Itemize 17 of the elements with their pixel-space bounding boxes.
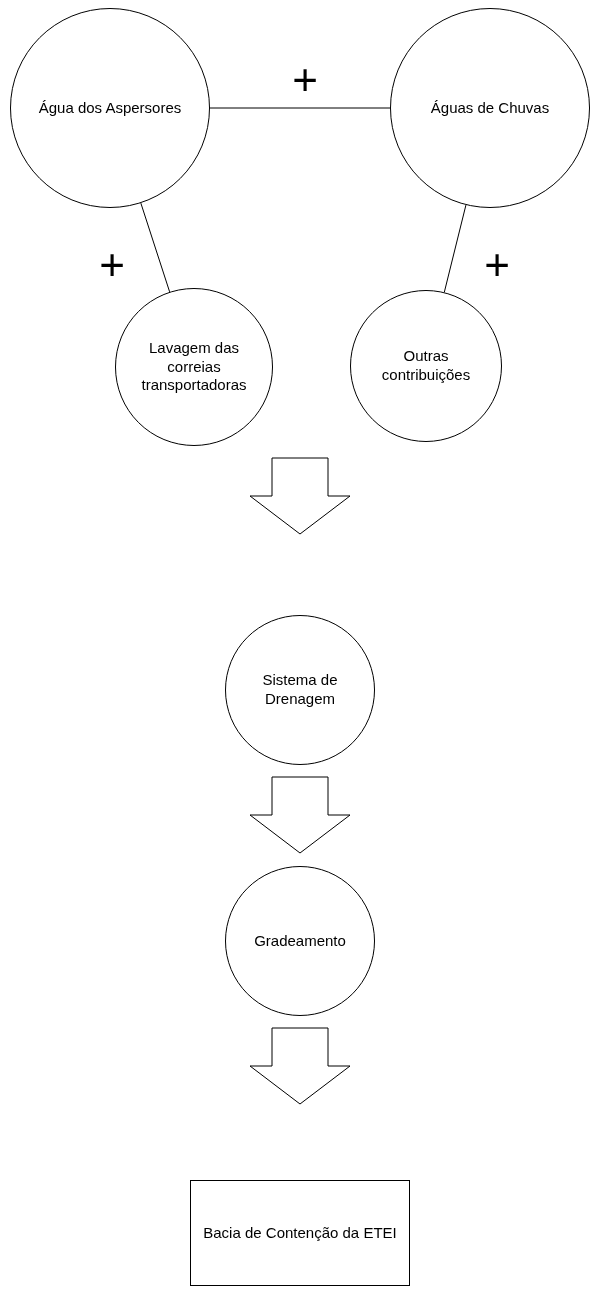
node-label: Bacia de Contenção da ETEI [203,1223,397,1243]
node-label: Água dos Aspersores [38,98,182,118]
node-label: Águas de Chuvas [430,98,550,118]
connector-line [443,204,467,293]
process-box [190,1180,410,1286]
edge-label: + [292,58,318,102]
edge-label: + [484,243,510,287]
node-label: Outras contribuições [380,347,472,385]
block-arrow [249,1027,351,1105]
connector-line [140,202,171,293]
block-arrow [249,776,351,854]
node-label: Gradeamento [254,931,346,951]
edge-label: + [99,243,125,287]
node-label: Lavagem das correias transportadoras [140,338,248,396]
connector-line [209,107,391,109]
block-arrow [249,457,351,535]
node-label: Sistema de Drenagem [261,671,339,709]
